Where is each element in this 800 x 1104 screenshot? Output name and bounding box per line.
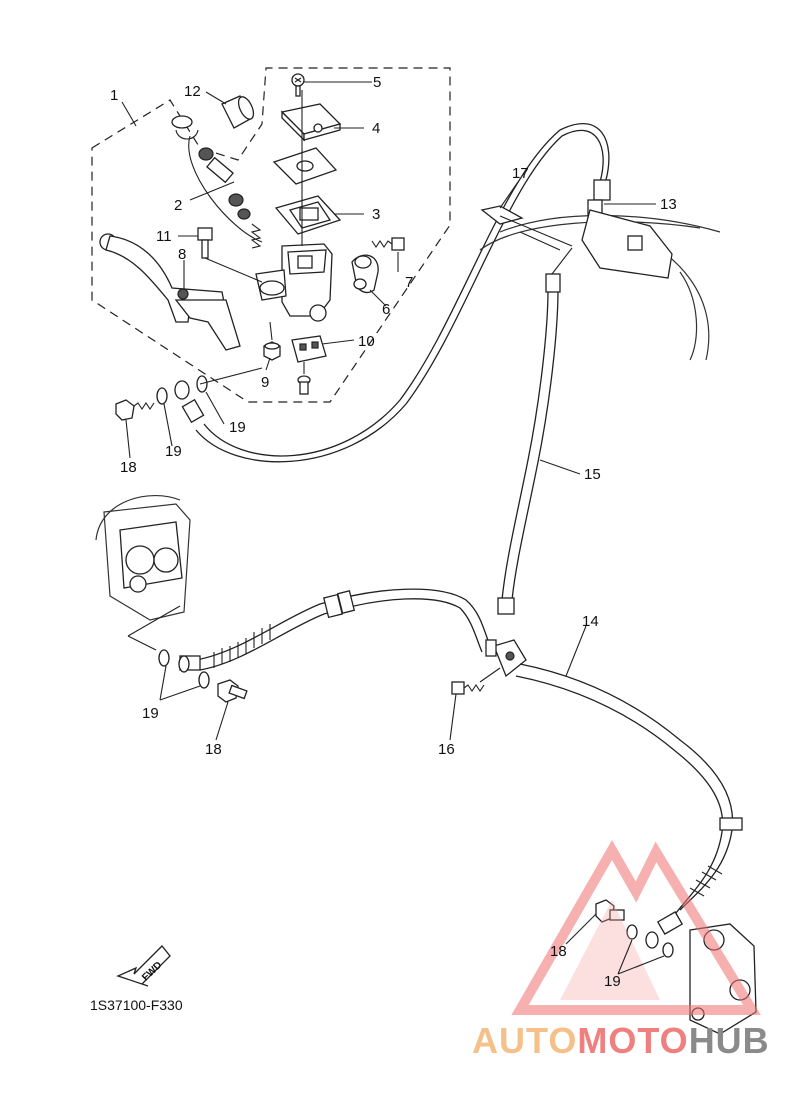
- left-washer-2: [198, 671, 210, 689]
- right-hose-fitting: [645, 931, 659, 949]
- assembly-line-pivot: [204, 257, 263, 283]
- callout-13: 13: [660, 196, 677, 213]
- callout-5: 5: [373, 74, 381, 91]
- leader-lines: [121, 81, 665, 975]
- three-way-joint: [485, 639, 527, 678]
- diagram-code: 1S37100-F330: [90, 997, 183, 1013]
- master-cylinder-group-outline: [91, 67, 451, 403]
- joint-bolt: [451, 667, 501, 695]
- brake-switch: [291, 335, 327, 363]
- right-lower-hose-inner: [515, 675, 724, 919]
- callout-11: 11: [156, 228, 172, 245]
- right-banjo-bolt: [595, 899, 625, 923]
- callout-18a: 18: [120, 459, 137, 476]
- fwd-arrow-icon: FWD: [116, 945, 171, 987]
- callout-18c: 18: [550, 943, 567, 960]
- watermark-part-2: MOTO: [577, 1020, 689, 1061]
- left-lower-hose-inner: [199, 598, 483, 671]
- callout-18b: 18: [205, 741, 222, 758]
- watermark-text: AUTOMOTOHUB: [472, 1020, 770, 1062]
- boot-ring: [171, 115, 199, 140]
- right-hose-armor: [656, 817, 743, 935]
- left-caliper: [95, 494, 191, 651]
- diaphragm: [274, 195, 342, 235]
- left-banjo-bolt: [217, 679, 248, 703]
- cap-screw: [291, 73, 305, 97]
- master-cylinder-holder: [351, 254, 379, 294]
- left-hose-armor: [213, 590, 356, 668]
- upper-brake-hose-inner: [195, 129, 604, 463]
- upper-washer-1: [156, 387, 168, 405]
- callout-labels: 1 12 5 4 2 3 11 8 7 6 10 9 19 19 18 17 1…: [110, 74, 677, 990]
- callout-1: 1: [110, 87, 118, 104]
- diaphragm-plate: [272, 147, 338, 185]
- right-caliper: [689, 923, 757, 1035]
- upper-hose-fitting: [174, 380, 205, 424]
- upper-banjo-bolt: [115, 399, 155, 421]
- right-washer-1: [626, 924, 638, 940]
- upper-vertical-hose: [497, 247, 573, 615]
- callout-19c: 19: [142, 705, 159, 722]
- callout-6: 6: [382, 301, 390, 318]
- callout-4: 4: [372, 120, 380, 137]
- reservoir-cap: [280, 103, 342, 142]
- callout-9: 9: [261, 374, 269, 391]
- callout-19d: 19: [604, 973, 621, 990]
- callout-2: 2: [174, 197, 182, 214]
- upper-brake-hose: [203, 123, 610, 457]
- callout-14: 14: [582, 613, 599, 630]
- callout-16: 16: [438, 741, 455, 758]
- callout-7: 7: [405, 274, 413, 291]
- master-cylinder-body: [255, 243, 333, 322]
- handlebar-area: [479, 209, 721, 361]
- brake-lever: [99, 233, 241, 351]
- piston-kit: [188, 135, 263, 249]
- callout-15: 15: [584, 466, 601, 483]
- lever-nut: [263, 341, 281, 361]
- callout-19a: 19: [229, 419, 246, 436]
- callout-10: 10: [358, 333, 375, 350]
- lever-pivot-bolt: [197, 227, 213, 259]
- right-washer-2: [662, 942, 674, 958]
- callout-8: 8: [178, 246, 186, 263]
- callout-12: 12: [184, 83, 201, 100]
- switch-screw: [297, 375, 311, 395]
- callout-3: 3: [372, 206, 380, 223]
- watermark-part-3: HUB: [688, 1020, 770, 1061]
- watermark-part-1: AUTO: [472, 1020, 578, 1061]
- watermark-logo: [511, 839, 761, 1015]
- hose-guide: [480, 205, 573, 247]
- dust-boot: [221, 95, 255, 129]
- assembly-line-nut: [269, 321, 273, 341]
- callout-17: 17: [512, 165, 529, 182]
- assembly-line-banjo: [199, 367, 263, 385]
- left-washer-1: [158, 649, 170, 667]
- holder-bolt: [371, 237, 405, 251]
- left-lower-fitting: [178, 655, 201, 673]
- right-lower-hose: [519, 663, 734, 911]
- callout-19b: 19: [165, 443, 182, 460]
